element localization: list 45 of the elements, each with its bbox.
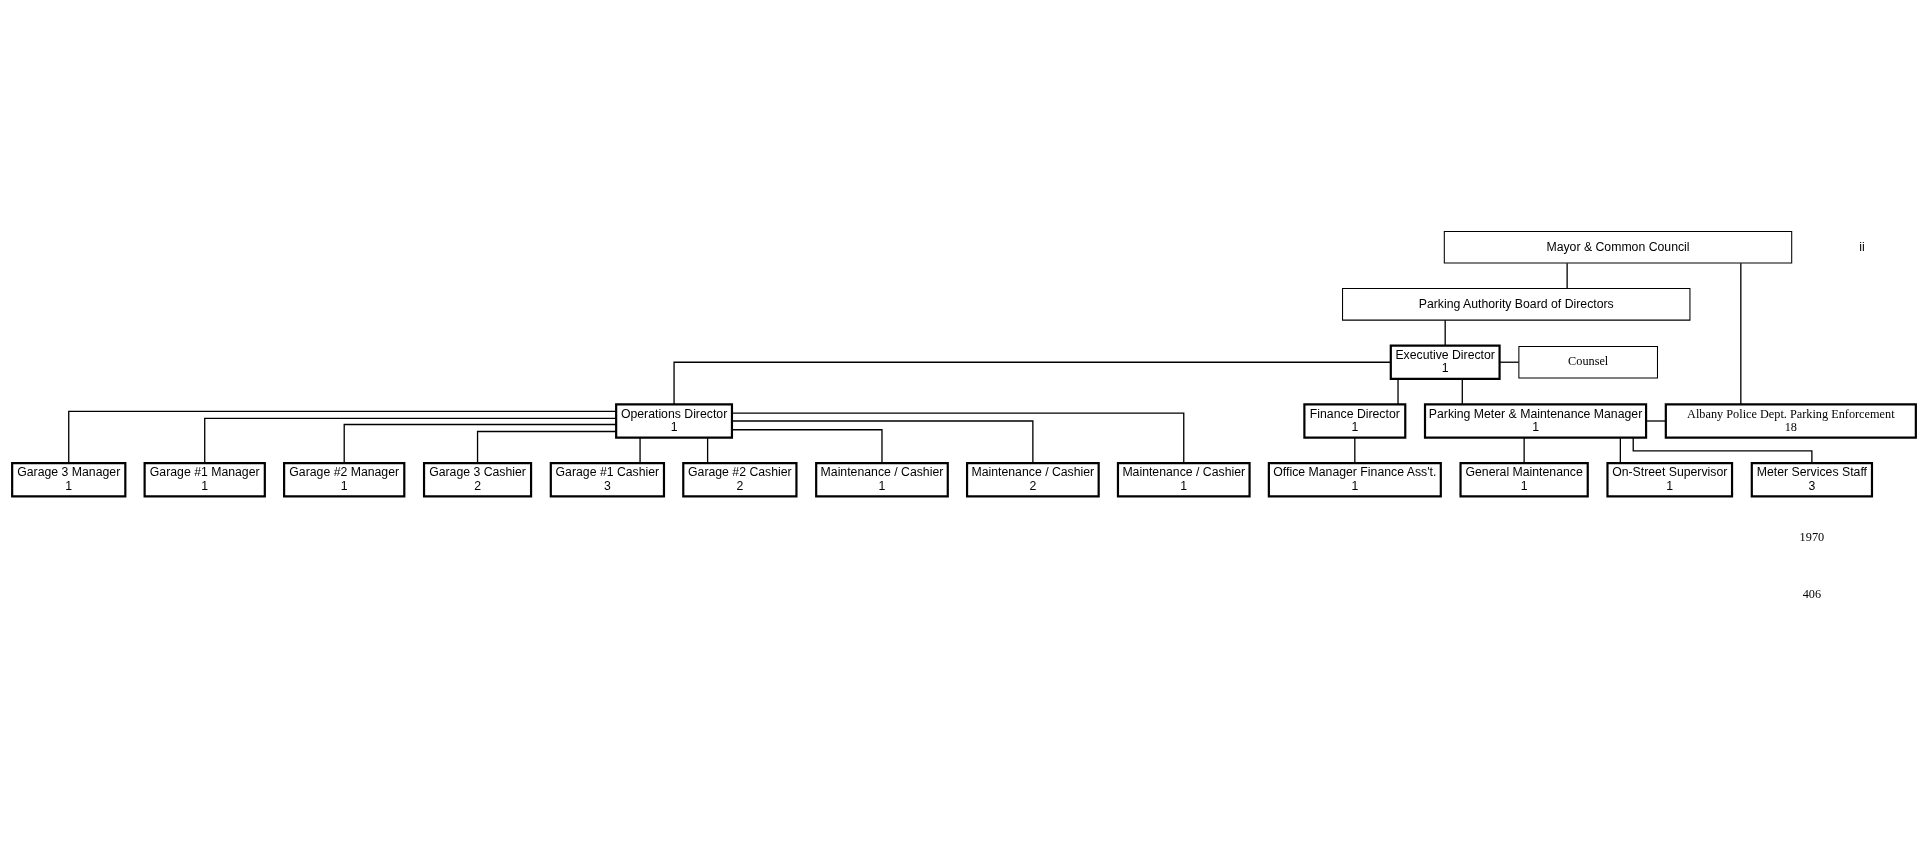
connector (1444, 318, 1446, 346)
label: ii (1859, 239, 1865, 254)
connector (706, 436, 709, 463)
connector (1645, 419, 1667, 422)
connector (639, 436, 641, 463)
node-box: Finance Director 1 (1303, 402, 1407, 439)
node-box: Counsel (1518, 345, 1658, 379)
node-box: Garage #1 Manager 1 (143, 461, 266, 498)
node-box: Garage 3 Manager 1 (11, 461, 127, 498)
connector (1632, 436, 1813, 464)
connector (1740, 262, 1742, 405)
connector (68, 410, 617, 464)
node-box: Mayor & Common Council (1443, 230, 1793, 264)
connector (1619, 436, 1621, 463)
connector (476, 430, 617, 464)
node-box: Parking Authority Board of Directors (1342, 287, 1691, 321)
connector (731, 419, 1034, 464)
connector (731, 428, 883, 463)
connector (1499, 361, 1520, 363)
connector (673, 361, 1392, 405)
node-box: Garage 3 Cashier 2 (422, 461, 533, 498)
node-box: Parking Meter & Maintenance Manager 1 (1423, 402, 1648, 439)
connector (1523, 436, 1525, 463)
connector (1397, 377, 1399, 405)
node-box: Albany Police Dept. Parking Enforcement 18 (1664, 402, 1917, 439)
connector (343, 423, 617, 464)
label: 406 (1802, 586, 1822, 601)
node-box: Maintenance / Cashier 1 (1116, 461, 1251, 498)
connector (1354, 436, 1356, 463)
connector (1461, 377, 1463, 405)
node-box: Office Manager Finance Ass't. 1 (1267, 461, 1442, 498)
node-box: Meter Services Staff 3 (1750, 461, 1874, 498)
label: 1970 (1799, 529, 1825, 544)
node-box: General Maintenance 1 (1459, 461, 1589, 498)
node-box: Operations Director 1 (615, 402, 734, 439)
node-box: Garage #1 Cashier 3 (549, 461, 666, 498)
node-box: Maintenance / Cashier 2 (965, 461, 1100, 498)
node-box: Executive Director 1 (1389, 343, 1501, 380)
connector (204, 417, 617, 464)
node-box: Garage #2 Cashier 2 (682, 461, 798, 498)
node-box: Garage #2 Manager 1 (283, 461, 406, 498)
node-box: Maintenance / Cashier 1 (815, 461, 949, 498)
connector (731, 411, 1185, 464)
node-box: On-Street Supervisor 1 (1606, 461, 1734, 498)
connector (1566, 262, 1568, 289)
